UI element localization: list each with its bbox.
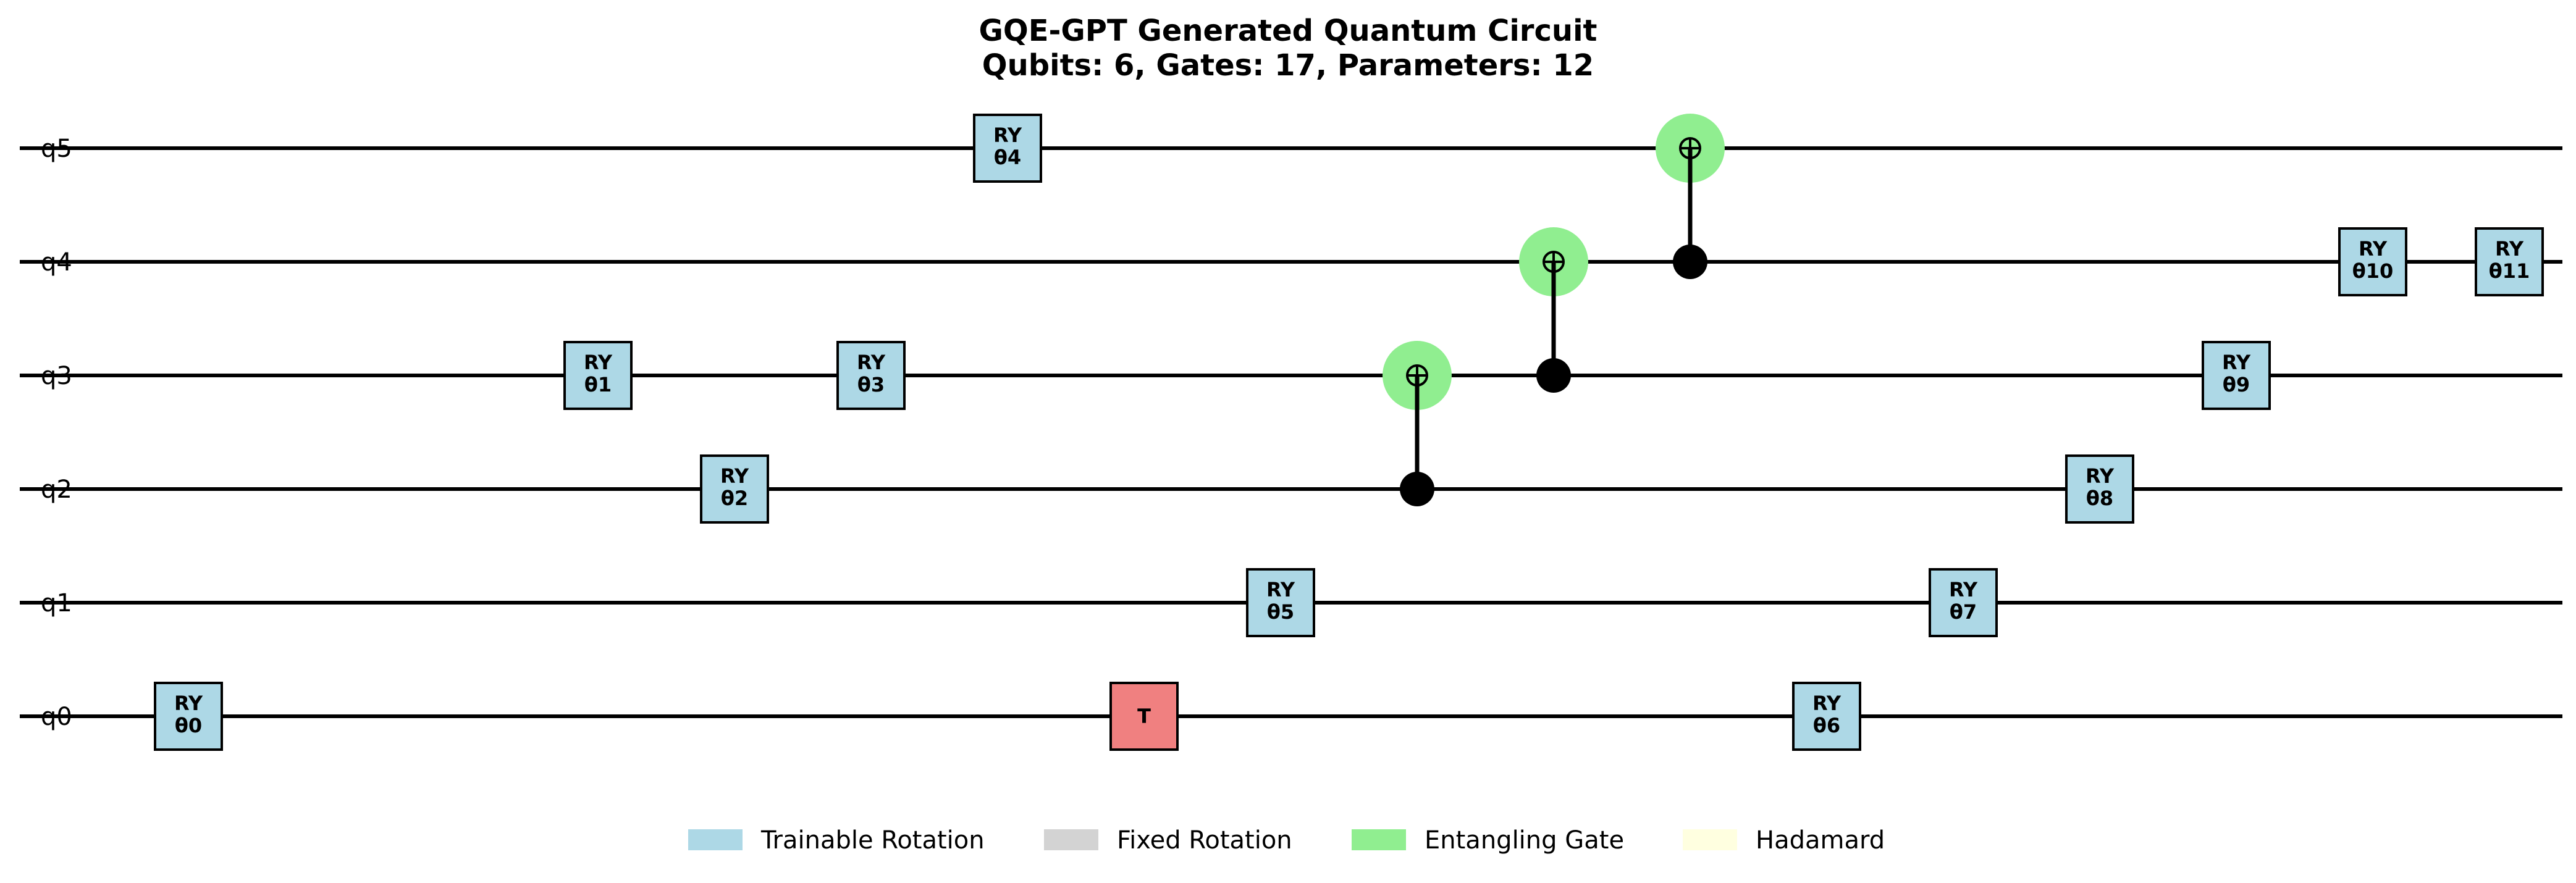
control-dot bbox=[1673, 245, 1707, 279]
gate-param: θ8 bbox=[2086, 487, 2113, 510]
gate-param: θ6 bbox=[1813, 714, 1840, 737]
title-line-2: Qubits: 6, Gates: 17, Parameters: 12 bbox=[982, 48, 1594, 83]
cnot-gate bbox=[1519, 227, 1588, 393]
gate-box bbox=[1792, 682, 1861, 751]
gate-name: RY bbox=[2495, 237, 2524, 261]
gate-name: T bbox=[1137, 705, 1151, 728]
gate-name: RY bbox=[2359, 237, 2388, 261]
legend-swatch bbox=[1044, 829, 1098, 850]
gate-param: θ2 bbox=[721, 487, 748, 510]
gate-name: RY bbox=[174, 692, 203, 715]
legend-swatch bbox=[688, 829, 743, 850]
gate-box bbox=[836, 341, 906, 410]
legend-label: Fixed Rotation bbox=[1117, 826, 1292, 855]
gate-name: RY bbox=[1949, 578, 1978, 601]
qubit-label-q4: q4 bbox=[41, 248, 72, 277]
gate-param: θ0 bbox=[175, 714, 202, 737]
gate-box bbox=[563, 341, 633, 410]
gate-param: θ3 bbox=[857, 373, 885, 396]
qubit-label-q5: q5 bbox=[41, 135, 72, 163]
gate-param: θ11 bbox=[2489, 259, 2530, 283]
gate-param: θ9 bbox=[2223, 373, 2250, 396]
qubit-label-q2: q2 bbox=[41, 475, 72, 504]
gate-box bbox=[1246, 568, 1315, 637]
gate-box bbox=[973, 114, 1042, 183]
gate-box bbox=[2338, 227, 2407, 296]
gate-name: RY bbox=[857, 351, 886, 374]
legend-swatch bbox=[1352, 829, 1406, 850]
gate-param: θ4 bbox=[994, 146, 1021, 169]
gate-box bbox=[2065, 454, 2134, 524]
legend-label: Hadamard bbox=[1756, 826, 1885, 855]
gate-name: RY bbox=[720, 464, 749, 488]
gate-name: RY bbox=[993, 123, 1022, 147]
cnot-gate bbox=[1383, 341, 1452, 506]
gate-name: RY bbox=[2222, 351, 2251, 374]
qubit-label-q1: q1 bbox=[41, 589, 72, 617]
title-line-1: GQE-GPT Generated Quantum Circuit bbox=[979, 14, 1597, 48]
gate-box bbox=[1109, 682, 1179, 751]
qubit-wires: q0 q1 q2 q3 q4 q5 bbox=[20, 135, 2562, 731]
gate-name: RY bbox=[1812, 692, 1842, 715]
gate-name: RY bbox=[2086, 464, 2115, 488]
gate-param: θ5 bbox=[1267, 600, 1294, 624]
gate-box bbox=[2202, 341, 2271, 410]
legend: Trainable Rotation Fixed Rotation Entangli… bbox=[688, 826, 1885, 855]
gate-box bbox=[2475, 227, 2544, 296]
cnot-gate bbox=[1656, 114, 1725, 279]
gate-param: θ10 bbox=[2352, 259, 2394, 283]
single-qubit-gate: T bbox=[1109, 682, 1179, 751]
gate-box bbox=[700, 454, 769, 524]
legend-label: Trainable Rotation bbox=[760, 826, 985, 855]
gate-box bbox=[1929, 568, 1998, 637]
gate-name: RY bbox=[584, 351, 613, 374]
gates-layer: RYθ0RYθ1RYθ2RYθ3RYθ4TRYθ5RYθ6RYθ7RYθ8RYθ… bbox=[154, 114, 2544, 751]
gate-box bbox=[154, 682, 223, 751]
gate-param: θ7 bbox=[1950, 600, 1977, 624]
qubit-label-q3: q3 bbox=[41, 362, 72, 390]
control-dot bbox=[1536, 358, 1571, 393]
control-dot bbox=[1400, 472, 1434, 506]
gate-param: θ1 bbox=[584, 373, 612, 396]
legend-label: Entangling Gate bbox=[1425, 826, 1624, 855]
qubit-label-q0: q0 bbox=[41, 703, 72, 731]
legend-swatch bbox=[1683, 829, 1737, 850]
gate-name: RY bbox=[1266, 578, 1295, 601]
